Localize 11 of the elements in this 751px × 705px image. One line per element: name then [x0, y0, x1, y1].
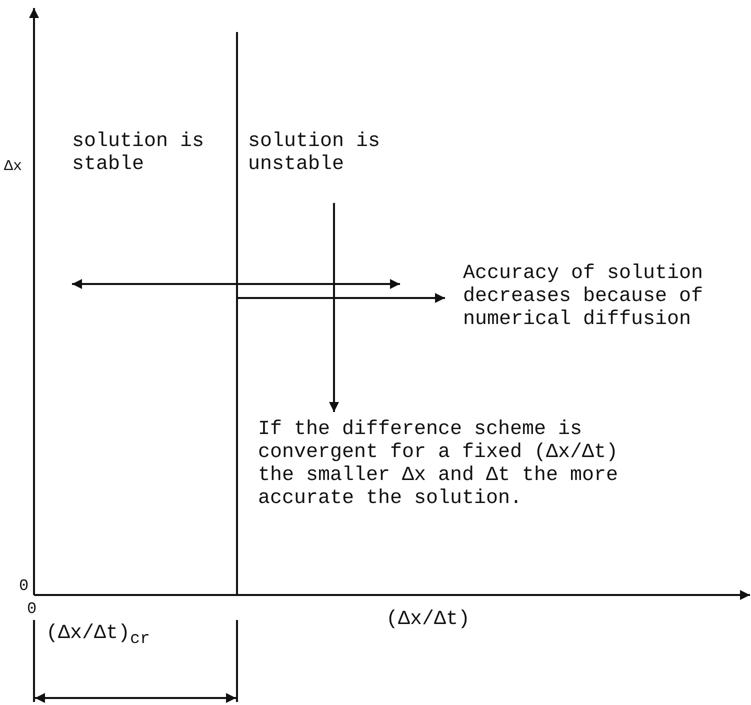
tick-label: 0	[19, 576, 30, 597]
note-text: If the difference scheme is convergent for a fixed (Δx/Δt) the smaller Δx and Δt the more accurate the solution.	[258, 412, 658, 510]
region-label: solution is stable	[72, 130, 206, 176]
axis-label: (Δx/Δt)	[386, 608, 472, 631]
arrow	[329, 203, 339, 412]
region-label: solution is unstable	[248, 130, 382, 176]
axis-label: Δx	[4, 157, 24, 177]
arrow	[237, 293, 445, 303]
note-text: Accuracy of solution decreases because of numerical diffusion	[445, 262, 751, 331]
tick-label: 0	[27, 599, 38, 620]
dimension-label: (Δx/Δt)$_{cr}$	[46, 622, 152, 651]
